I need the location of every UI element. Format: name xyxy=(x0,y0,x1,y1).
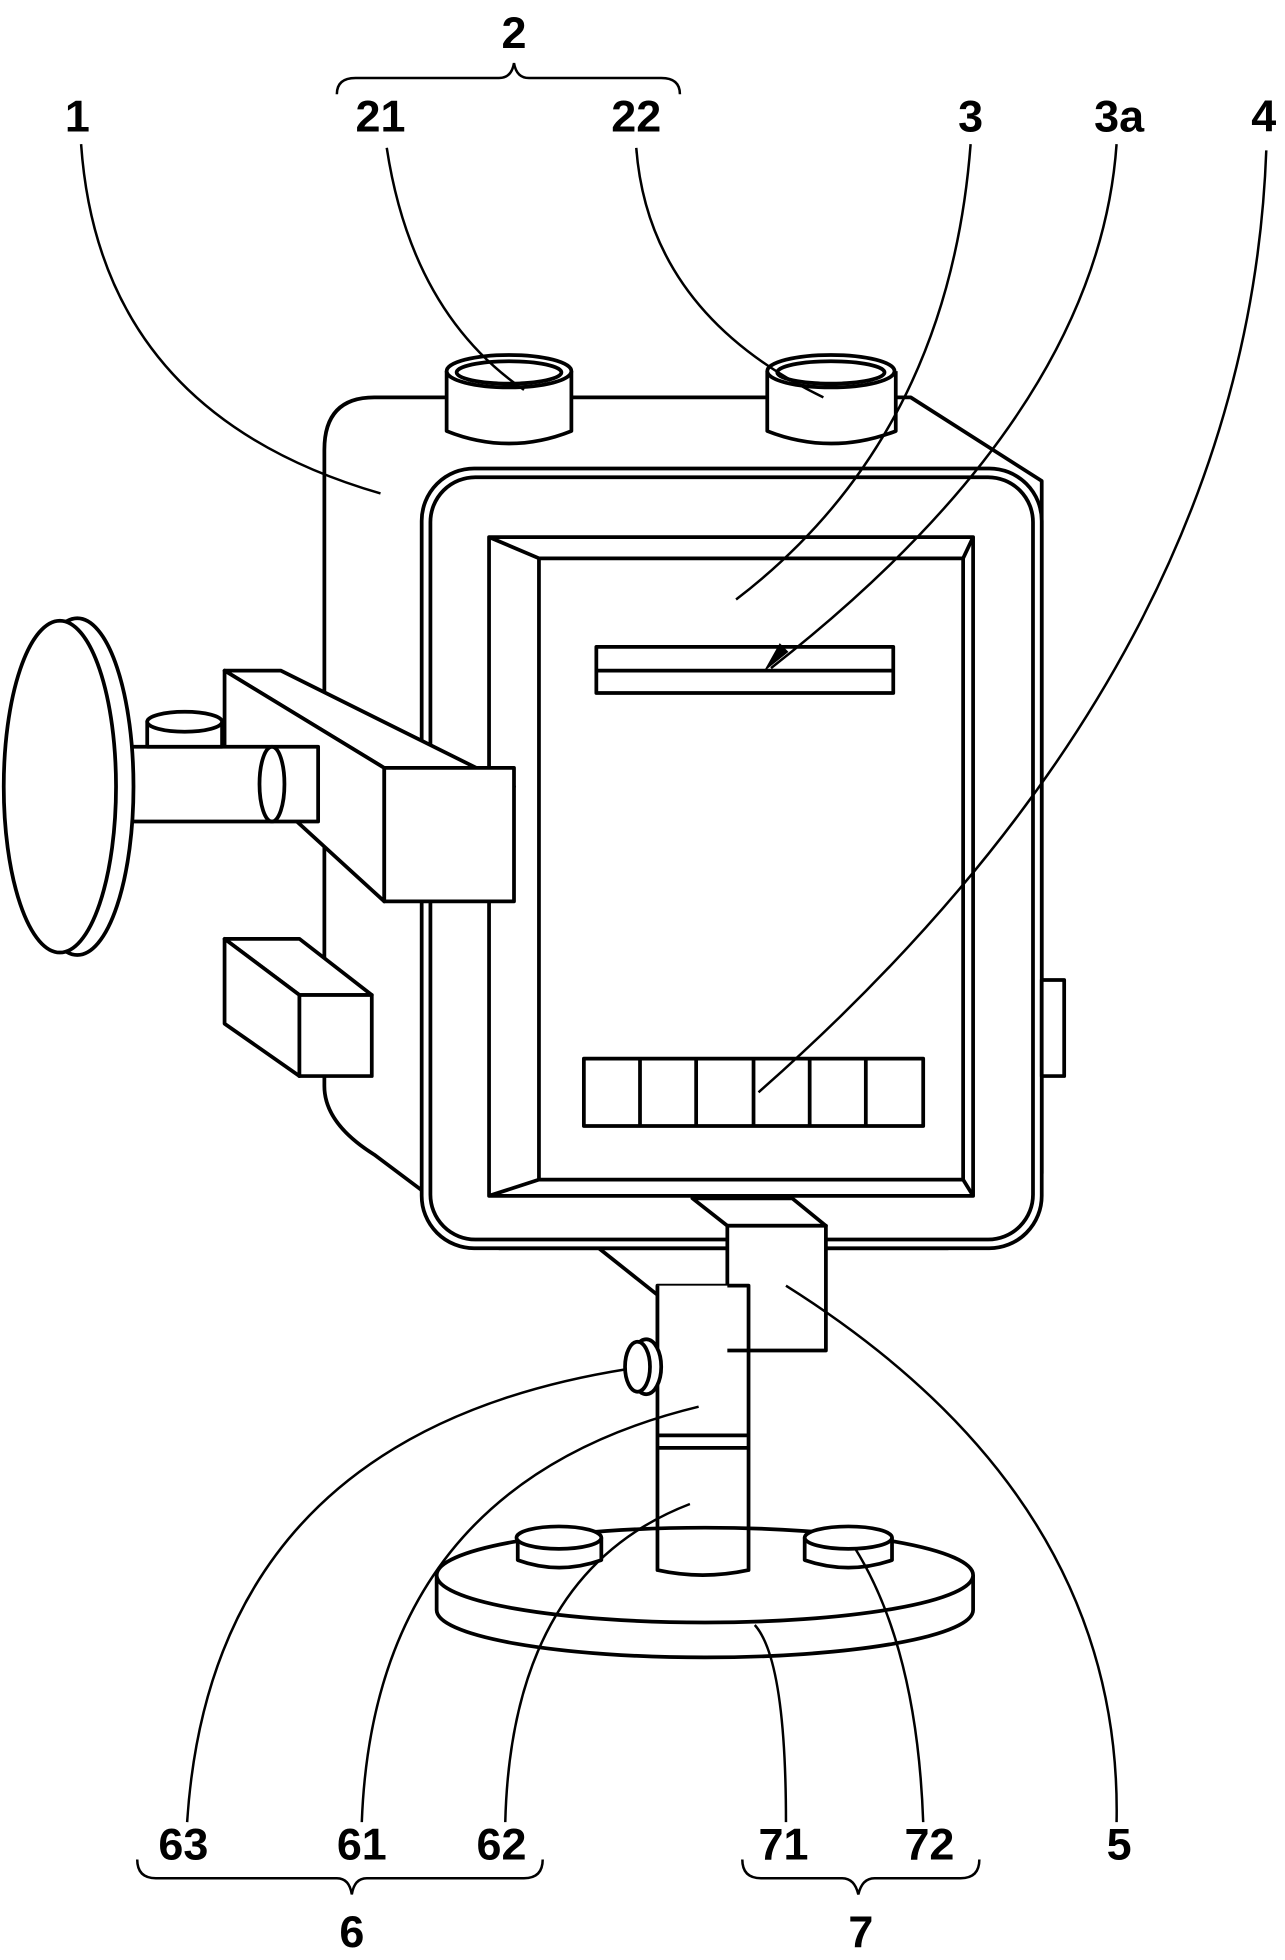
brace-6 xyxy=(135,1859,544,1895)
label-71: 71 xyxy=(758,1819,808,1870)
brace-2 xyxy=(335,62,682,95)
label-22: 22 xyxy=(611,91,661,142)
indicator-bar-3a xyxy=(594,645,896,695)
side-tab xyxy=(1039,978,1067,1078)
leader-lines xyxy=(79,144,1268,1823)
label-61: 61 xyxy=(337,1819,387,1870)
label-6: 6 xyxy=(339,1906,364,1957)
brace-7 xyxy=(741,1859,981,1895)
knob-63 xyxy=(623,1337,664,1397)
button-row-4 xyxy=(581,1056,926,1128)
left-arm xyxy=(122,668,516,904)
support-post xyxy=(655,1283,751,1572)
label-4: 4 xyxy=(1251,91,1276,142)
label-2: 2 xyxy=(502,7,527,58)
label-72: 72 xyxy=(904,1819,954,1870)
label-62: 62 xyxy=(477,1819,527,1870)
port-21 xyxy=(444,353,574,446)
lower-left-block xyxy=(222,936,374,1078)
label-3a: 3a xyxy=(1094,91,1145,142)
label-63: 63 xyxy=(158,1819,208,1870)
bolt-left xyxy=(514,1524,604,1570)
gauge-disk xyxy=(1,616,136,957)
label-1: 1 xyxy=(65,91,90,142)
label-21: 21 xyxy=(356,91,406,142)
port-22 xyxy=(765,353,898,446)
label-5: 5 xyxy=(1107,1819,1132,1870)
label-7: 7 xyxy=(848,1906,873,1957)
bolt-72 xyxy=(802,1524,894,1570)
label-3: 3 xyxy=(958,91,983,142)
